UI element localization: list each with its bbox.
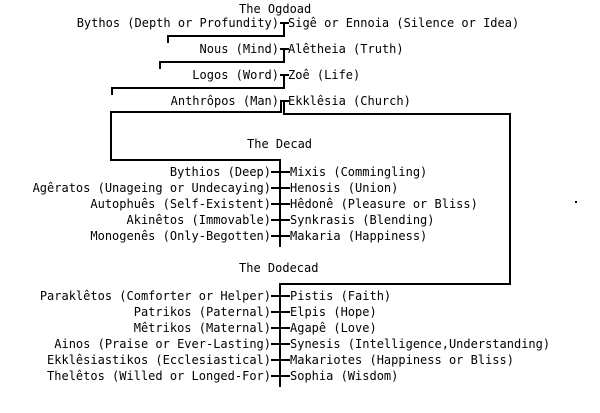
dodecad-row-4-stub-right xyxy=(281,359,290,361)
decad-row-1-left: Agêratos (Unageing or Undecaying) xyxy=(32,181,271,195)
connector-ogdoad-2-stub-left xyxy=(111,87,113,95)
connector-ogdoad-0-down xyxy=(283,22,285,37)
dodecad-row-4-stub-left xyxy=(271,359,280,361)
ogdoad-row-1-left: Nous (Mind) xyxy=(199,42,279,56)
decad-row-2-left: Autophuês (Self-Existent) xyxy=(90,197,271,211)
decad-row-1-stub-left xyxy=(271,187,280,189)
decad-row-4-stub-left xyxy=(271,235,280,237)
decad-row-3-left: Akinêtos (Immovable) xyxy=(126,213,272,227)
section-title-decad: The Decad xyxy=(247,137,313,151)
decad-row-2-stub-left xyxy=(271,203,280,205)
section-title-ogdoad: The Ogdoad xyxy=(239,2,312,16)
ogdoad-row-1-right: Alêtheia (Truth) xyxy=(288,42,404,56)
connector-ekklesia-to-dodecad xyxy=(281,283,511,285)
decad-row-3-stub-right xyxy=(281,219,290,221)
connector-ogdoad-0-to-1 xyxy=(167,35,285,37)
ogdoad-row-3-left: Anthrôpos (Man) xyxy=(170,94,279,108)
connector-anthropos-left xyxy=(110,111,282,113)
dodecad-spine xyxy=(279,283,281,387)
dodecad-row-3-right: Synesis (Intelligence,Understanding) xyxy=(290,337,551,351)
ogdoad-row-0-right: Sigê or Ennoia (Silence or Idea) xyxy=(288,16,520,30)
dodecad-row-5-stub-right xyxy=(281,375,290,377)
connector-ogdoad-1-down xyxy=(283,48,285,63)
dodecad-row-1-stub-right xyxy=(281,311,290,313)
ogdoad-row-0-left: Bythos (Depth or Profundity) xyxy=(76,16,279,30)
connector-ogdoad-2-to-3 xyxy=(111,87,285,89)
connector-ogdoad-1-stub-left xyxy=(159,61,161,69)
connector-anthropos-to-decad xyxy=(110,159,281,161)
dodecad-row-3-stub-left xyxy=(271,343,280,345)
decad-row-0-stub-right xyxy=(281,171,290,173)
decad-row-1-right: Henosis (Union) xyxy=(290,181,399,195)
connector-ogdoad-1-to-2 xyxy=(159,61,285,63)
connector-ekklesia-right-down xyxy=(509,113,511,285)
connector-ekklesia-right xyxy=(283,113,511,115)
dodecad-row-2-right: Agapê (Love) xyxy=(290,321,377,335)
connector-ogdoad-0-stub-left xyxy=(167,35,169,43)
decad-row-0-right: Mixis (Commingling) xyxy=(290,165,428,179)
ogdoad-row-2-left: Logos (Word) xyxy=(192,68,279,82)
dodecad-row-1-left: Patrikos (Paternal) xyxy=(133,305,271,319)
ogdoad-row-3-right: Ekklêsia (Church) xyxy=(288,94,411,108)
dodecad-row-2-left: Mêtrikos (Maternal) xyxy=(133,321,271,335)
dodecad-row-0-right: Pistis (Faith) xyxy=(290,289,392,303)
decad-row-4-left: Monogenês (Only-Begotten) xyxy=(90,229,271,243)
decad-row-2-right: Hêdonê (Pleasure or Bliss) xyxy=(290,197,478,211)
dodecad-row-3-left: Ainos (Praise or Ever-Lasting) xyxy=(54,337,271,351)
dodecad-row-4-left: Ekklêsiastikos (Ecclesiastical) xyxy=(47,353,271,367)
dodecad-row-1-stub-left xyxy=(271,311,280,313)
dodecad-row-0-stub-left xyxy=(271,295,280,297)
speck-artifact xyxy=(575,201,577,203)
dodecad-row-5-left: Thelêtos (Willed or Longed-For) xyxy=(47,369,271,383)
connector-ekklesia-down xyxy=(283,100,285,115)
section-title-dodecad: The Dodecad xyxy=(239,261,319,275)
decad-row-0-stub-left xyxy=(271,171,280,173)
dodecad-row-1-right: Elpis (Hope) xyxy=(290,305,377,319)
decad-row-4-stub-right xyxy=(281,235,290,237)
decad-row-4-right: Makaria (Happiness) xyxy=(290,229,428,243)
dodecad-row-2-stub-right xyxy=(281,327,290,329)
dodecad-row-5-stub-left xyxy=(271,375,280,377)
dodecad-row-2-stub-left xyxy=(271,327,280,329)
ogdoad-row-2-right: Zoê (Life) xyxy=(288,68,361,82)
connector-anthropos-down xyxy=(280,100,282,113)
dodecad-row-4-right: Makariotes (Happiness or Bliss) xyxy=(290,353,514,367)
decad-row-0-left: Bythios (Deep) xyxy=(169,165,271,179)
dodecad-row-5-right: Sophia (Wisdom) xyxy=(290,369,399,383)
decad-spine xyxy=(279,159,281,247)
decad-row-3-right: Synkrasis (Blending) xyxy=(290,213,435,227)
decad-row-1-stub-right xyxy=(281,187,290,189)
decad-row-2-stub-right xyxy=(281,203,290,205)
connector-anthropos-left-down xyxy=(110,111,112,161)
dodecad-row-0-stub-right xyxy=(281,295,290,297)
connector-ogdoad-2-down xyxy=(283,74,285,89)
dodecad-row-3-stub-right xyxy=(281,343,290,345)
decad-row-3-stub-left xyxy=(271,219,280,221)
dodecad-row-0-left: Paraklêtos (Comforter or Helper) xyxy=(39,289,271,303)
